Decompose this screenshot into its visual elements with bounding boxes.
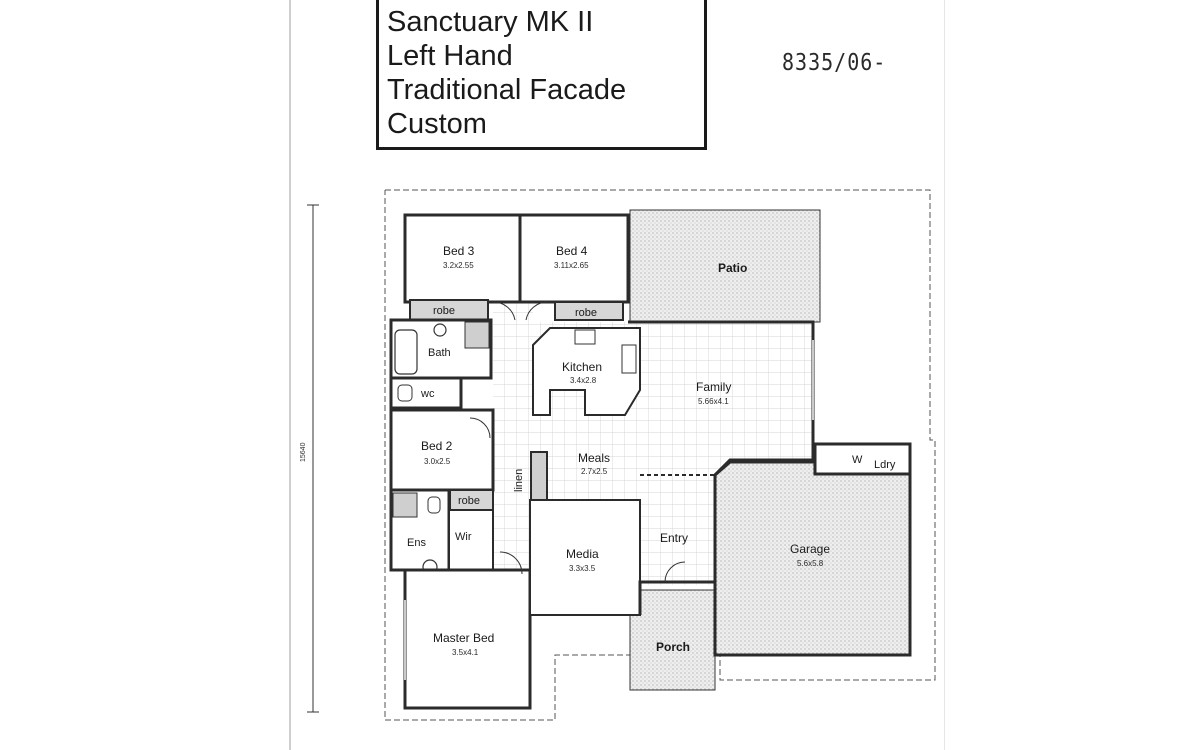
bed3-label: Bed 3 xyxy=(443,244,475,258)
media-room xyxy=(529,499,641,616)
bath-label: Bath xyxy=(428,347,451,359)
scan-edge-right xyxy=(944,0,945,750)
site-boundary xyxy=(384,189,936,721)
meals-size: 2.7x2.5 xyxy=(581,467,608,476)
robe1-label: robe xyxy=(433,305,455,317)
meals-label: Meals xyxy=(578,451,610,465)
door-entry xyxy=(664,561,686,583)
scan-edge-left xyxy=(289,0,291,750)
tiled-floor-entry xyxy=(640,475,715,585)
linen-cupboard xyxy=(530,451,548,501)
porch-area xyxy=(629,589,716,691)
bed4-size: 3.11x2.65 xyxy=(554,261,589,270)
robe3-label: robe xyxy=(458,495,480,507)
door-bed4 xyxy=(525,301,549,321)
wc-label: wc xyxy=(420,388,435,400)
door-master xyxy=(499,551,523,575)
master-bed-room xyxy=(403,568,532,710)
cooktop xyxy=(574,329,596,345)
garage-size: 5.6x5.8 xyxy=(797,559,824,568)
laundry-room xyxy=(813,442,912,476)
family-size: 5.66x4.1 xyxy=(698,397,729,406)
reference-number: 8335/06- xyxy=(782,48,887,76)
basin-bath xyxy=(433,323,447,337)
title-block: Sanctuary MK II Left Hand Traditional Fa… xyxy=(376,0,707,150)
laundry-w-label: W xyxy=(852,454,863,466)
porch-label: Porch xyxy=(656,640,690,654)
tiled-floor-hall xyxy=(493,300,533,580)
media-label: Media xyxy=(566,547,599,561)
bed2-size: 3.0x2.5 xyxy=(424,457,451,466)
kitchen-bench xyxy=(532,327,641,416)
patio-area xyxy=(629,209,821,323)
title-line-3: Traditional Facade xyxy=(387,74,627,106)
robe2-label: robe xyxy=(575,307,597,319)
robe-bed4 xyxy=(554,301,624,321)
garage-label: Garage xyxy=(790,542,830,556)
patio-label: Patio xyxy=(718,261,747,275)
laundry-label: Ldry xyxy=(874,459,896,471)
shower-ensuite xyxy=(392,492,418,518)
entry-label: Entry xyxy=(660,531,688,545)
kitchen-sink xyxy=(621,344,637,374)
door-bed3 xyxy=(492,301,516,321)
wir-room xyxy=(448,509,494,571)
bed2-label: Bed 2 xyxy=(421,439,453,453)
title-line-4: Custom xyxy=(387,108,487,140)
media-size: 3.3x3.5 xyxy=(569,564,596,573)
bed3-room xyxy=(403,213,522,304)
dimension-label: 15640 xyxy=(300,442,307,462)
master-bed-label: Master Bed xyxy=(433,631,494,645)
bed4-room xyxy=(518,213,630,304)
title-line-1: Sanctuary MK II xyxy=(387,6,594,38)
shower-bath xyxy=(464,321,490,349)
toilet xyxy=(397,384,413,402)
bathtub xyxy=(394,329,418,375)
bed4-label: Bed 4 xyxy=(556,244,588,258)
master-bed-size: 3.5x4.1 xyxy=(452,648,479,657)
bed3-size: 3.2x2.55 xyxy=(443,261,474,270)
wir-label: Wir xyxy=(455,531,472,543)
toilet-ensuite xyxy=(427,496,441,514)
ens-label: Ens xyxy=(407,537,426,549)
bed2-room xyxy=(389,408,495,492)
family-label: Family xyxy=(696,380,731,394)
title-line-2: Left Hand xyxy=(387,40,513,72)
door-bed2 xyxy=(469,417,491,439)
linen-label: linen xyxy=(513,469,525,492)
kitchen-size: 3.4x2.8 xyxy=(570,376,597,385)
kitchen-label: Kitchen xyxy=(562,360,602,374)
